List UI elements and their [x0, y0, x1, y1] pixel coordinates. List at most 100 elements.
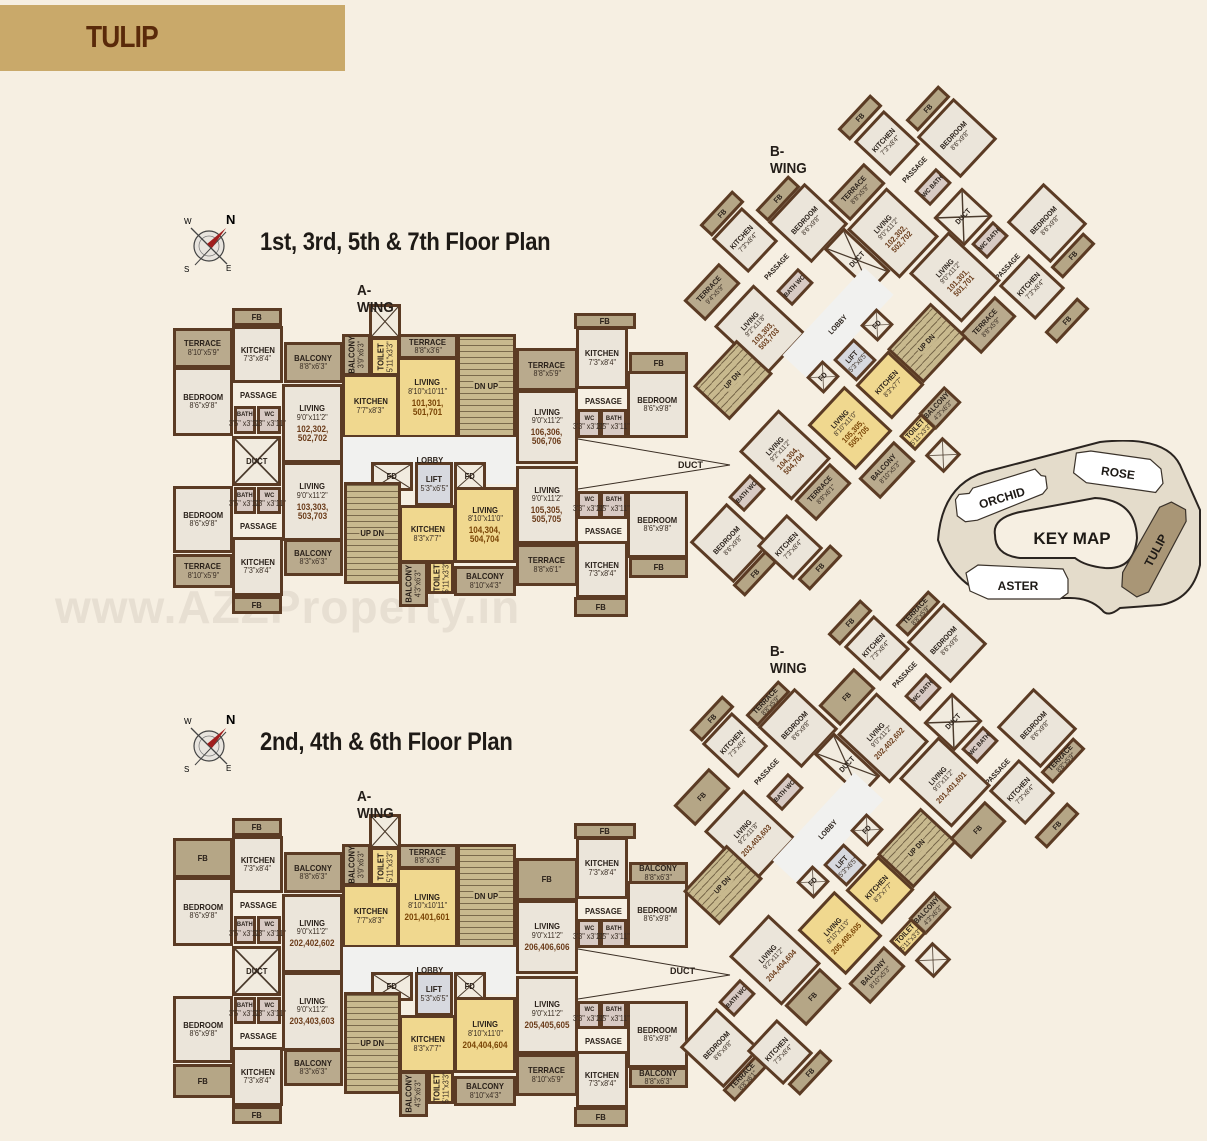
room-name: FB — [771, 191, 785, 205]
room-dimensions: 8'6"x9'8" — [643, 524, 672, 534]
room-name: KITCHEN — [240, 344, 275, 355]
room-dimensions: 3'5" x3'11" — [228, 1009, 262, 1019]
room-fb: FB — [173, 1064, 233, 1098]
room-name: TOILET — [375, 342, 386, 371]
compass-north: N — [226, 712, 235, 727]
shaft-cross — [928, 440, 958, 470]
b-wing-label: B-WING — [770, 643, 807, 677]
room-dimensions: 8'3"x6'3" — [299, 557, 328, 567]
room-passage: PASSAGE — [233, 385, 283, 406]
room-name: WC BATH — [910, 679, 935, 704]
room-text: PASSAGE — [238, 901, 279, 910]
room-name: DUCT — [245, 965, 268, 976]
room-name: LOBBY — [416, 965, 443, 976]
room-name: WC BATH — [920, 174, 945, 199]
room-name: FD — [386, 981, 398, 992]
room-text: FB — [748, 566, 761, 579]
room-name: UP DN — [915, 331, 939, 355]
room-fd: FD — [806, 360, 840, 394]
room-text: PASSAGE — [238, 1032, 279, 1041]
room-text: DN UP — [472, 890, 500, 902]
project-banner: TULIP — [0, 5, 345, 71]
b-wing-label: B-WING — [770, 143, 807, 177]
floor-plan-title: 1st, 3rd, 5th & 7th Floor Plan — [260, 228, 551, 256]
room-dimensions: 3'5" x3'11" — [597, 1013, 630, 1023]
room-passage: PASSAGE — [578, 902, 628, 920]
room-name: BATH — [605, 414, 622, 422]
room-dimensions: 7'3"x8'4" — [588, 569, 616, 579]
room-dimensions: 3'5" x3'11" — [597, 932, 630, 942]
compass-east: E — [226, 264, 231, 273]
room-text: FB — [251, 601, 262, 610]
room-name: KITCHEN — [584, 559, 620, 570]
room-name: KITCHEN — [584, 348, 620, 359]
room-dimensions: 5'11"x3'3" — [384, 341, 394, 372]
room-name: BEDROOM — [183, 509, 223, 520]
room-name: PASSAGE — [584, 1035, 622, 1046]
shaft-cross — [457, 465, 483, 488]
room-dimensions: 8'6"x9'8" — [643, 404, 672, 414]
room-name: FD — [464, 471, 476, 482]
room-fb: FB — [1044, 296, 1090, 344]
shaft-cross — [927, 696, 979, 748]
room-name: UP DN — [905, 836, 929, 860]
room-dimensions: 9'0"x11'2" — [531, 494, 563, 504]
room-text: BATH WC — [782, 274, 807, 301]
room-dimensions: 7'3"x8'4" — [243, 354, 272, 364]
room-name: KITCHEN — [410, 524, 445, 535]
room-dimensions: 7'3"x8'4" — [588, 867, 616, 877]
a-wing-label: A-WING — [357, 282, 394, 316]
room-name: FB — [1066, 248, 1080, 262]
room-name: FB — [653, 562, 664, 573]
room-dimensions: 8'6"x9'8" — [189, 519, 217, 529]
room-dimensions: 7'3"x8'4" — [243, 864, 272, 874]
room-text: FB — [853, 110, 866, 123]
shaft-cross — [810, 364, 836, 390]
room-dimensions: 4'3"x6'3" — [413, 570, 423, 598]
room-dimensions: 8'10"x5'9" — [531, 1074, 563, 1084]
room-name: BEDROOM — [637, 514, 678, 525]
room-name: LIVING — [534, 921, 560, 932]
room-name: PASSAGE — [239, 1030, 277, 1041]
room-name: FB — [595, 1111, 607, 1122]
room-dimensions: 3'5" x3'11" — [597, 503, 630, 513]
room-dimensions: 7'3"x8'4" — [588, 1079, 616, 1089]
room-name: LIVING — [299, 481, 326, 492]
room-text: WC BATH — [977, 227, 1002, 254]
room-name: LIVING — [299, 403, 326, 414]
room-name: TOILET — [431, 563, 442, 592]
room-dimensions: 8'8"x6'1" — [533, 564, 561, 574]
